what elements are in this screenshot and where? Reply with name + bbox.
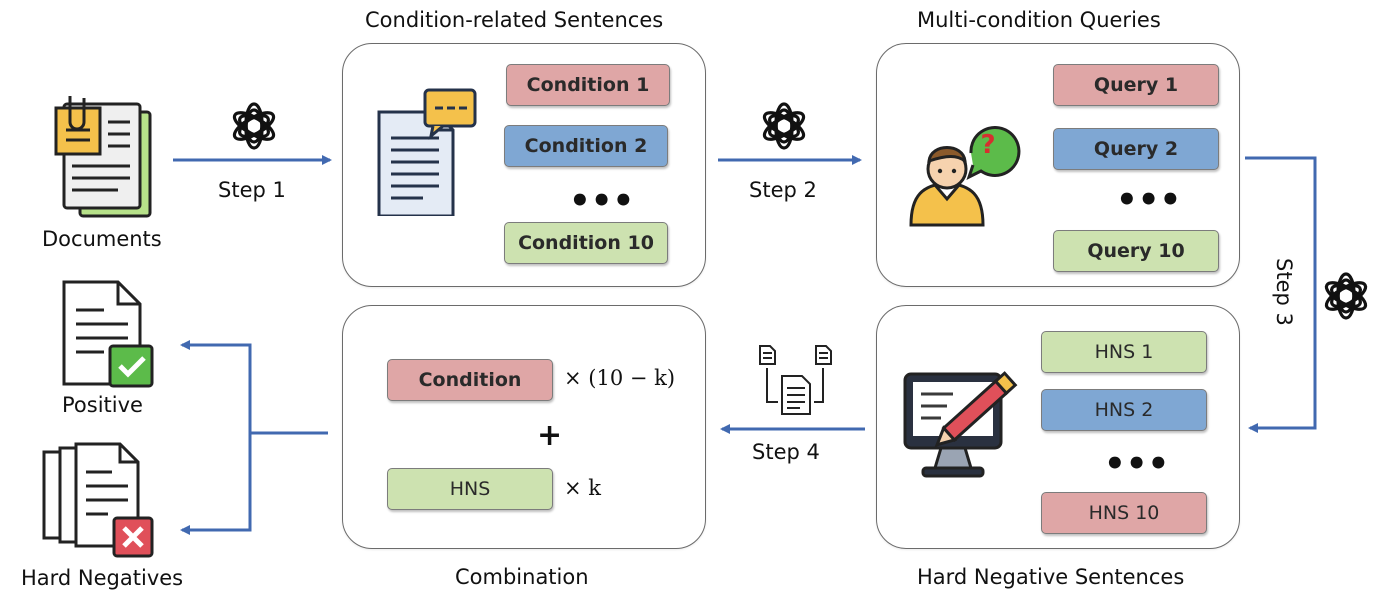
- condition-sentences-title: Condition-related Sentences: [365, 8, 664, 32]
- combination-title: Combination: [455, 565, 589, 589]
- hns-10-pill: HNS 10: [1041, 492, 1207, 534]
- step3-label: Step 3: [1272, 258, 1296, 326]
- hard-negatives-arrow: [180, 433, 252, 535]
- hns-2-pill: HNS 2: [1041, 389, 1207, 431]
- positive-arrow: [180, 340, 252, 433]
- hard-negative-sentences-title: Hard Negative Sentences: [917, 565, 1185, 589]
- step1-label: Step 1: [218, 178, 286, 202]
- step4-label: Step 4: [752, 440, 820, 464]
- condition-10-pill: Condition 10: [504, 222, 668, 264]
- person-question-icon: ?: [909, 126, 1021, 227]
- combination-panel: Condition × (10 − k) + HNS × k: [342, 305, 706, 549]
- multi-condition-queries-title: Multi-condition Queries: [917, 8, 1161, 32]
- query-ellipsis: •••: [1116, 180, 1182, 220]
- condition-2-pill: Condition 2: [504, 125, 668, 167]
- negative-documents-icon: [42, 442, 154, 558]
- hns-ellipsis: •••: [1104, 444, 1170, 484]
- combination-hns-pill: HNS: [387, 468, 553, 510]
- openai-logo-icon: [1324, 272, 1368, 320]
- hns-multiplier: × k: [564, 476, 601, 500]
- document-stack-icon: [54, 96, 152, 218]
- condition-multiplier: × (10 − k): [564, 366, 676, 390]
- documents-label: Documents: [42, 227, 162, 251]
- condition-ellipsis: •••: [569, 181, 635, 221]
- multi-condition-queries-panel: ? Query 1 Query 2 ••• Query 10: [876, 43, 1240, 287]
- hns-1-pill: HNS 1: [1041, 331, 1207, 373]
- openai-logo-icon: [762, 102, 806, 150]
- positive-label: Positive: [62, 393, 143, 417]
- hard-negatives-label: Hard Negatives: [21, 566, 184, 590]
- combination-condition-pill: Condition: [387, 359, 553, 401]
- merge-documents-icon: [759, 345, 832, 415]
- document-chat-icon: [377, 88, 477, 216]
- plus-sign: +: [537, 418, 563, 453]
- positive-document-icon: [62, 280, 154, 388]
- query-10-pill: Query 10: [1053, 230, 1219, 272]
- condition-1-pill: Condition 1: [506, 64, 670, 106]
- svg-text:?: ?: [980, 130, 995, 160]
- query-1-pill: Query 1: [1053, 64, 1219, 106]
- query-2-pill: Query 2: [1053, 128, 1219, 170]
- openai-logo-icon: [232, 102, 276, 150]
- step2-label: Step 2: [749, 178, 817, 202]
- monitor-pen-icon: [903, 371, 1018, 478]
- hard-negative-sentences-panel: HNS 1 HNS 2 ••• HNS 10: [876, 305, 1240, 549]
- condition-sentences-panel: Condition 1 Condition 2 ••• Condition 10: [342, 43, 706, 287]
- step3-arrow: [1245, 156, 1317, 433]
